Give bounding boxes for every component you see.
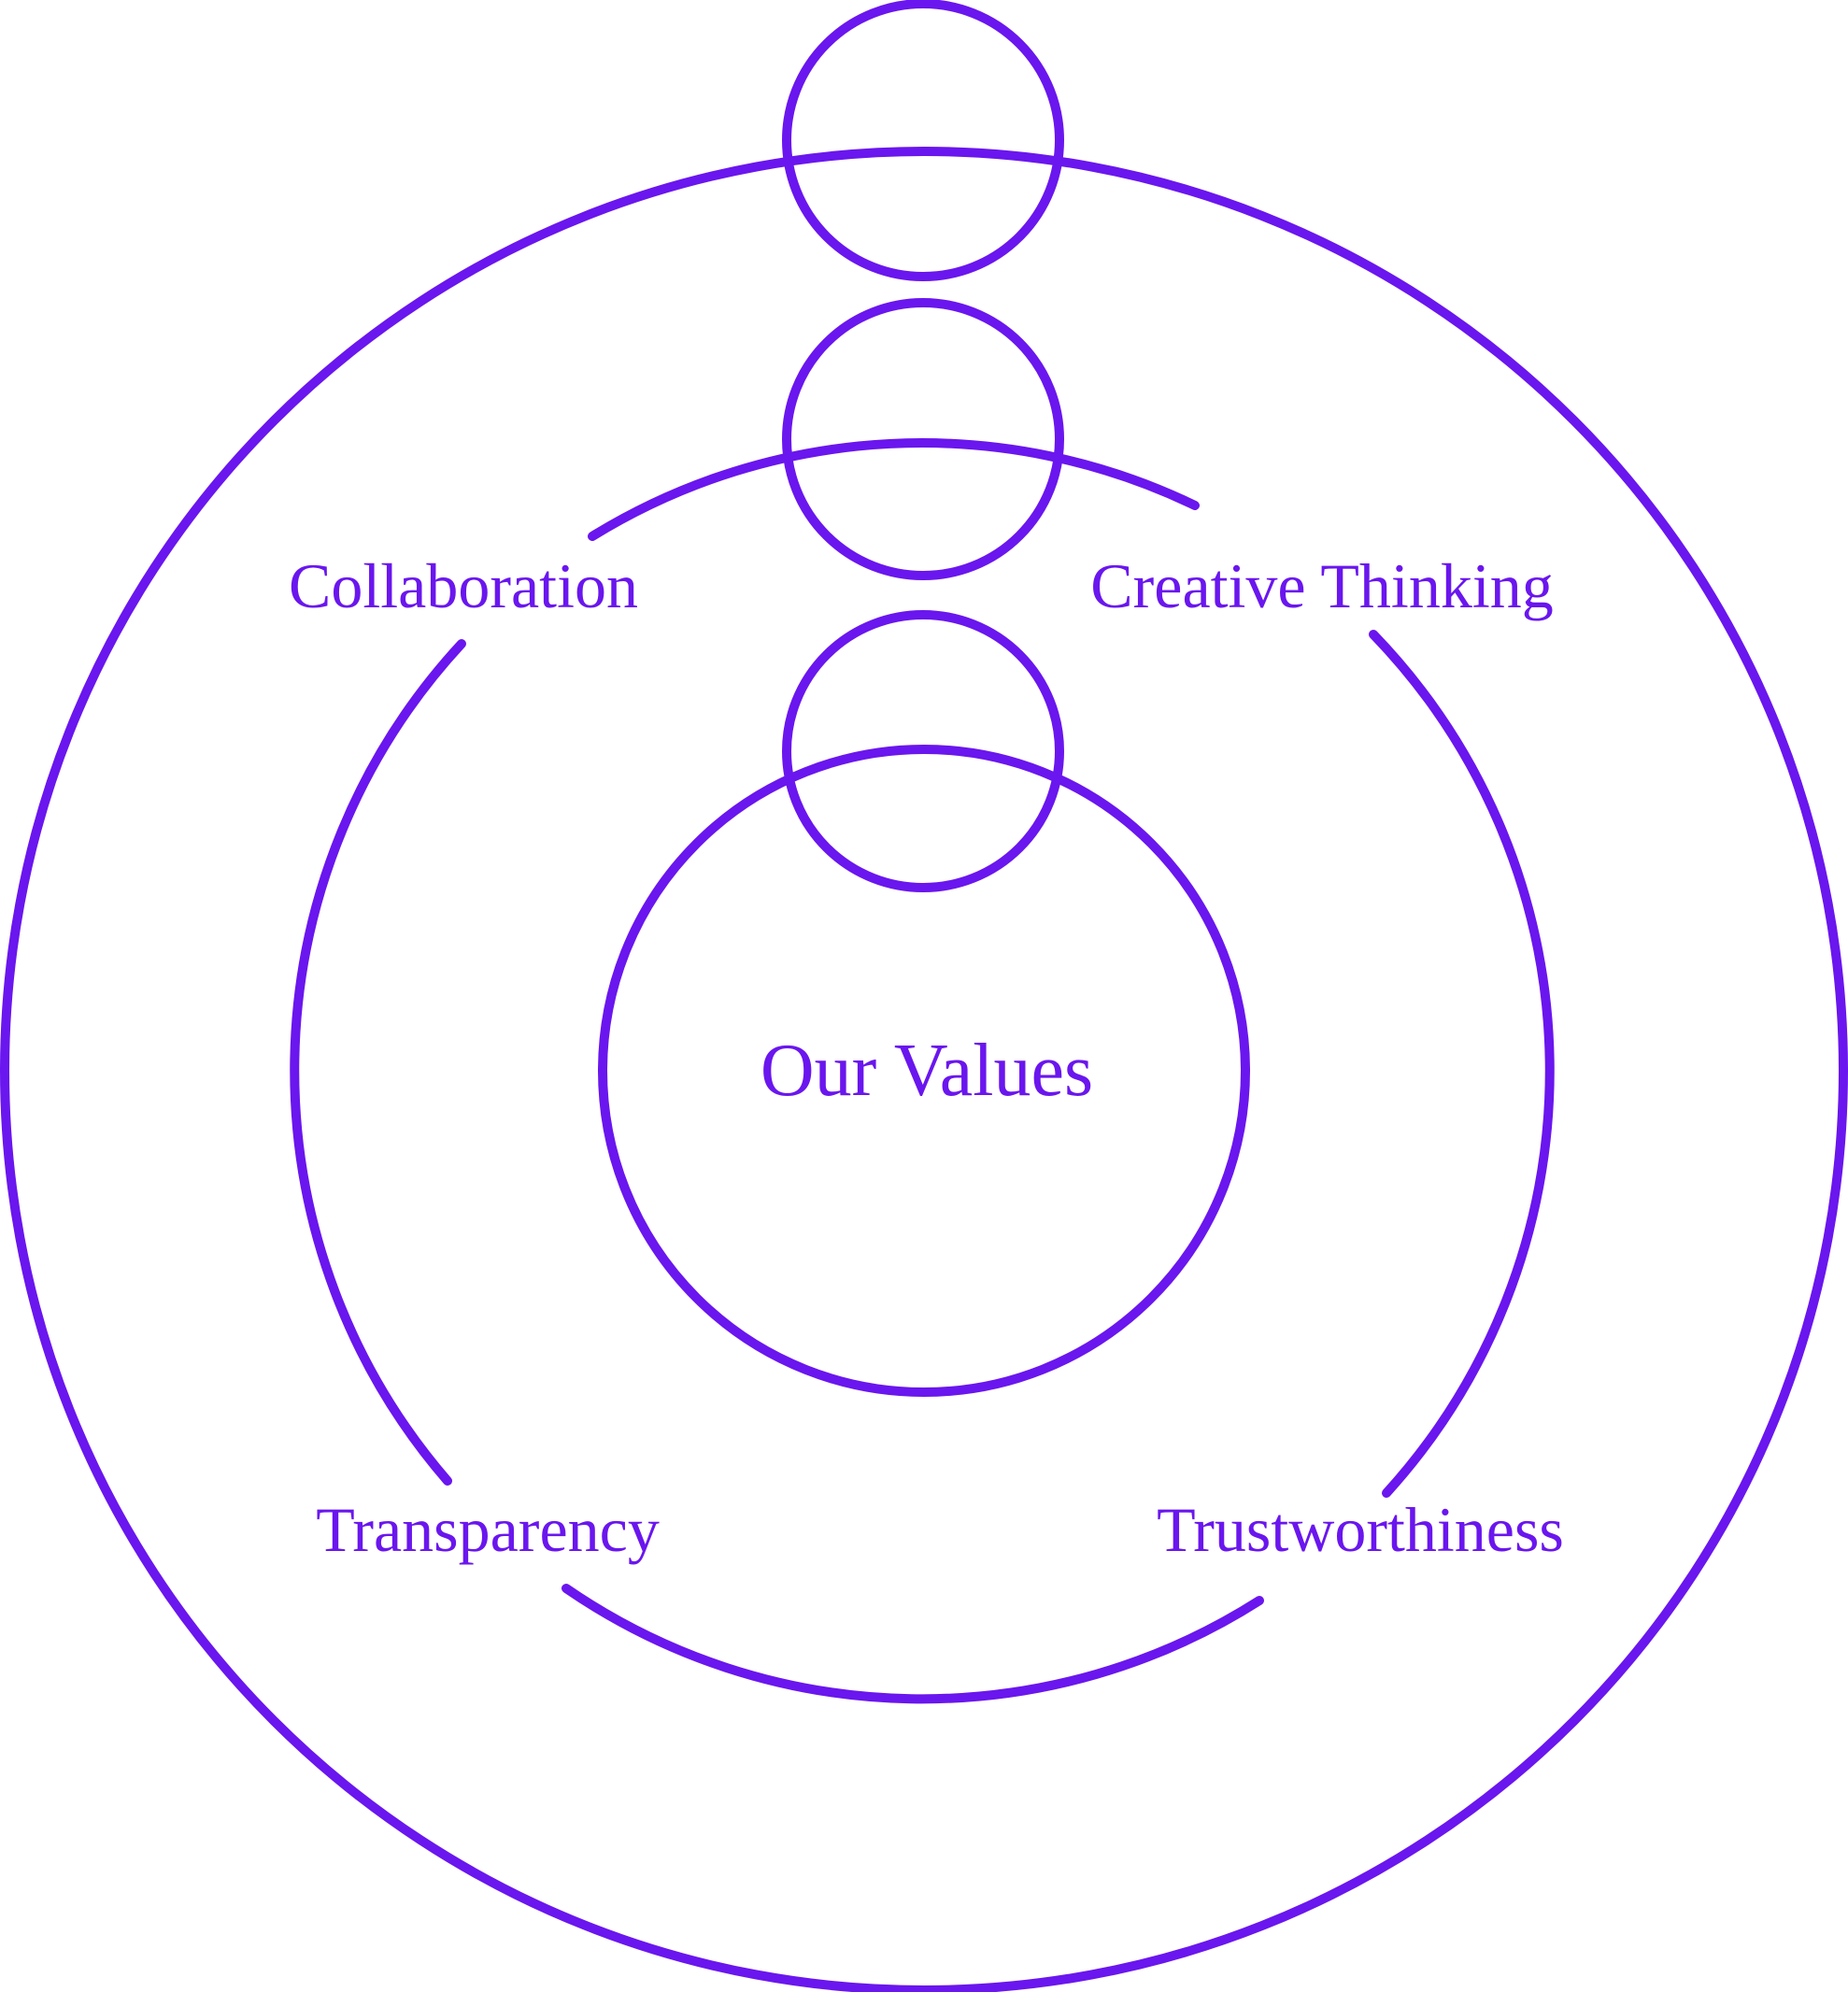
middle-ring-arc-bottom <box>562 1584 1264 1704</box>
middle-ring-node-circle <box>782 298 1064 580</box>
inner-ring-node-circle <box>782 610 1064 892</box>
value-label-bottom-left: Transparency <box>316 1494 660 1565</box>
inner-ring-circle <box>598 745 1250 1397</box>
value-label-top-left: Collaboration <box>289 550 638 621</box>
center-title: Our Values <box>761 1030 1093 1112</box>
outer-ring-circle <box>0 147 1848 1992</box>
middle-ring-arc-left <box>290 639 466 1486</box>
outer-ring-node-circle <box>782 0 1064 281</box>
value-label-bottom-right: Trustworthiness <box>1157 1494 1564 1565</box>
middle-ring-arc-top <box>588 438 1200 541</box>
value-label-top-right: Creative Thinking <box>1090 550 1553 621</box>
middle-ring-arc-right <box>1369 630 1555 1498</box>
